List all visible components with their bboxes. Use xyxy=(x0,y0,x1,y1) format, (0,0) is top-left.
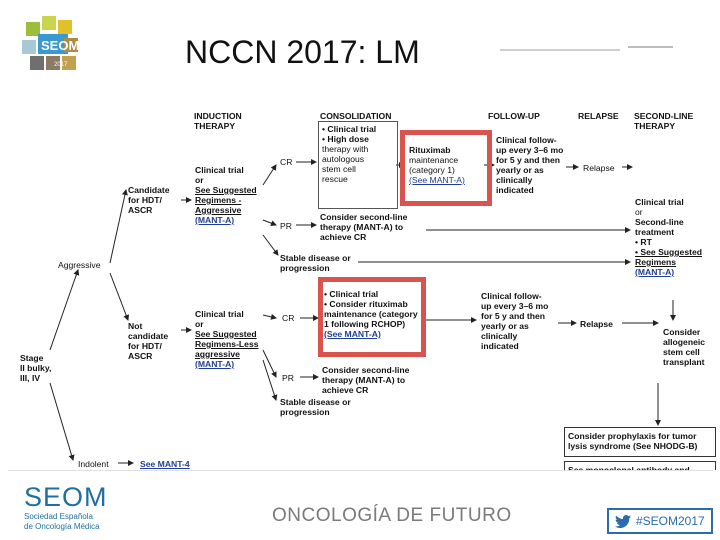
cr-top: CR xyxy=(280,157,293,167)
seom-2017-logo: SEOM 2017 xyxy=(18,12,88,82)
pr-bottom: PR xyxy=(282,373,294,383)
consolidation-bottom-list: • Clinical trial • Consider rituximab ma… xyxy=(324,289,418,339)
follow-up-bottom: Clinical follow- up every 3–6 mo for 5 y… xyxy=(481,291,549,351)
footer xyxy=(0,470,720,540)
hashtag-badge[interactable]: #SEOM2017 xyxy=(607,508,713,534)
twitter-bird-icon xyxy=(615,514,631,528)
indolent-node: Indolent xyxy=(78,459,109,469)
seom-subtitle-line2: de Oncología Médica xyxy=(24,522,100,531)
induction-less-aggressive: Clinical trial or See Suggested Regimens… xyxy=(195,309,259,369)
pr-top: PR xyxy=(280,221,292,231)
consolidation-bottom-highlight xyxy=(318,277,426,357)
flowchart-lines xyxy=(49,159,676,466)
hashtag-text: #SEOM2017 xyxy=(636,514,705,528)
follow-up-top: Clinical follow- up every 3–6 mo for 5 y… xyxy=(496,135,564,195)
title-divider xyxy=(500,49,620,51)
second-line-options: Clinical trial or Second-line treatment … xyxy=(635,197,703,277)
induction-aggressive: Clinical trial or See Suggested Regimens… xyxy=(195,165,257,225)
second-line-consider-top: Consider second-line therapy (MANT-A) to… xyxy=(320,212,408,242)
header-consolidation: CONSOLIDATION xyxy=(320,111,392,121)
title-divider-accent xyxy=(628,46,673,48)
rituximab-highlight xyxy=(400,130,492,206)
consolidation-top-list: • Clinical trial • High dose therapy wit… xyxy=(322,124,377,184)
allogeneic-transplant: Consider allogeneic stem cell transplant xyxy=(663,327,706,367)
header-relapse: RELAPSE xyxy=(578,111,619,121)
seom-subtitle-line1: Sociedad Española xyxy=(24,512,93,521)
second-line-consider-bottom: Consider second-line therapy (MANT-A) to… xyxy=(322,365,410,395)
relapse-top: Relapse xyxy=(583,163,615,173)
prophylaxis-text: Consider prophylaxis for tumor lysis syn… xyxy=(568,431,698,451)
logo-year: 2017 xyxy=(54,62,68,68)
cr-bottom: CR xyxy=(282,313,295,323)
footer-divider xyxy=(8,470,713,471)
seom-footer-logo: SEOM xyxy=(24,482,108,512)
rituximab-text: Rituximab maintenance (category 1) (See … xyxy=(409,145,465,185)
slide-title: NCCN 2017: LM xyxy=(185,34,420,70)
tagline: ONCOLOGÍA DE FUTURO xyxy=(272,505,512,526)
prophylaxis-box xyxy=(564,427,716,457)
header-follow-up: FOLLOW-UP xyxy=(488,111,540,121)
logo-text: SEOM xyxy=(41,38,79,53)
consolidation-top-box xyxy=(318,121,398,209)
see-mant4-link[interactable]: See MANT-4 xyxy=(140,459,190,469)
aggressive-node: Aggressive xyxy=(58,260,101,270)
relapse-bottom: Relapse xyxy=(580,319,613,329)
